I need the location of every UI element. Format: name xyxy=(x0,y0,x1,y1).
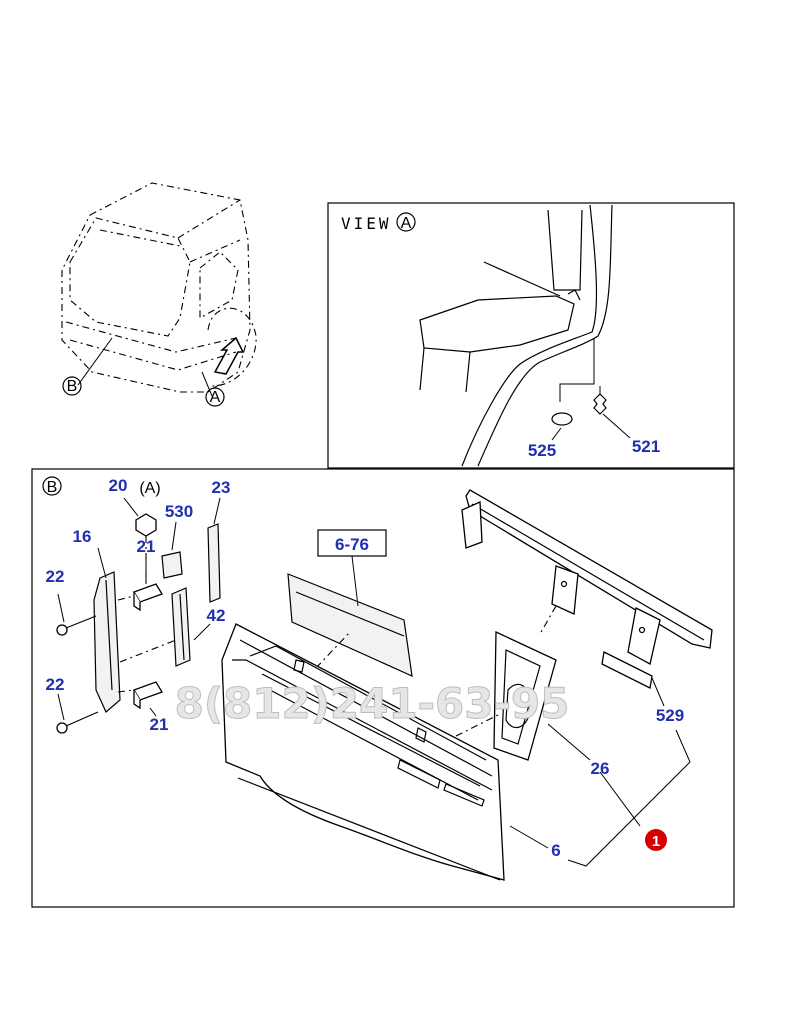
detail-marker: B xyxy=(47,479,58,496)
nut-20: 20 (A) xyxy=(109,476,161,584)
side-cover-16: 16 xyxy=(73,527,121,713)
view-marker: A xyxy=(401,215,412,232)
clip-21-upper: 21 xyxy=(117,537,163,612)
strip-23: 23 xyxy=(207,478,231,603)
callout-21-lower: 21 xyxy=(150,715,169,734)
screw-22-lower: 22 xyxy=(46,675,99,734)
grille-6: 6 xyxy=(221,623,561,881)
callout-22-upper: 22 xyxy=(46,567,65,586)
callout-23: 23 xyxy=(212,478,231,497)
cab-overview: B A xyxy=(61,182,257,407)
callout-20: 20 xyxy=(109,476,128,495)
callout-26: 26 xyxy=(591,759,610,778)
assembly-badge xyxy=(645,829,667,851)
callout-6-76: 6-76 xyxy=(335,535,369,554)
cab-marker-a: A xyxy=(210,389,221,406)
screw-22-upper: 22 xyxy=(46,567,97,636)
callout-42: 42 xyxy=(207,606,226,625)
callout-525: 525 xyxy=(528,441,556,460)
clip-21-lower: 21 xyxy=(117,681,169,734)
view-title: VIEW xyxy=(341,214,392,233)
sub-note-a: (A) xyxy=(139,480,160,497)
panel-6-76: 6-76 xyxy=(287,529,413,677)
pad-530: 530 xyxy=(161,502,193,579)
frame-529: 529 xyxy=(461,489,713,725)
callout-21-upper: 21 xyxy=(137,537,156,556)
detail-b-panel: B xyxy=(31,468,735,908)
callout-16: 16 xyxy=(73,527,92,546)
view-a-panel: VIEW A 525 521 xyxy=(327,202,735,469)
callout-6: 6 xyxy=(551,841,560,860)
bracket-26: 26 xyxy=(455,630,610,778)
assembly-bracket: 1 xyxy=(567,729,691,867)
callout-22-lower: 22 xyxy=(46,675,65,694)
phone-watermark: 8(812)241-63-95 xyxy=(175,679,570,728)
cab-marker-b: B xyxy=(67,378,78,395)
callout-530: 530 xyxy=(165,502,193,521)
callout-assembly: 1 xyxy=(652,833,660,850)
callout-529: 529 xyxy=(656,706,684,725)
strip-42: 42 xyxy=(119,587,226,667)
callout-521: 521 xyxy=(632,437,660,456)
